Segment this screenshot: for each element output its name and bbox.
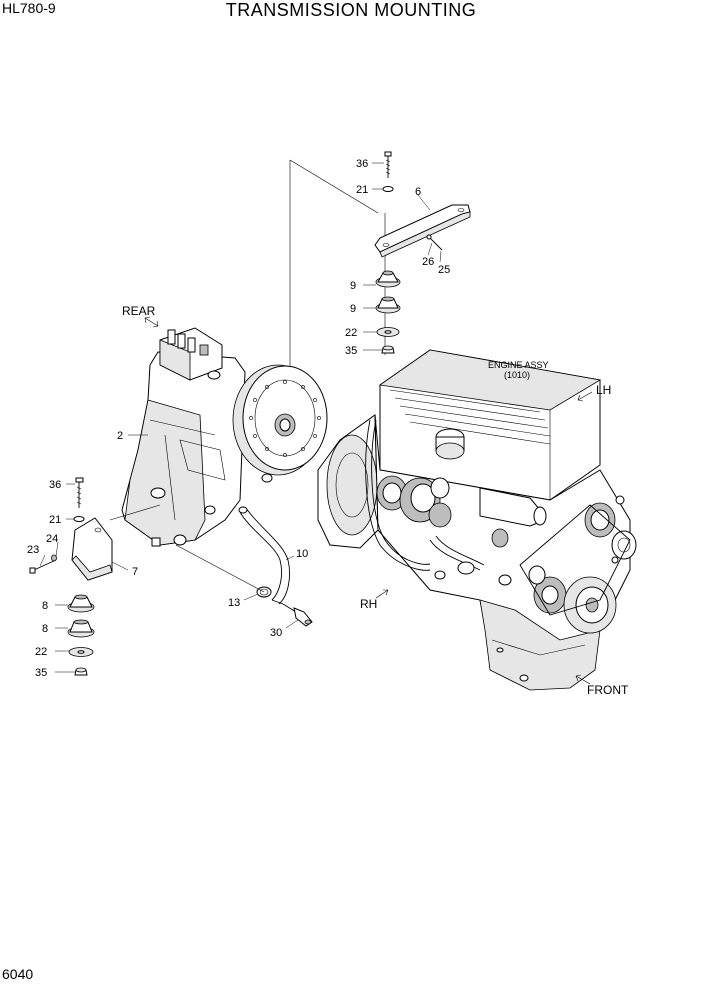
model-code: HL780-9 xyxy=(2,0,56,16)
part-label-35-left: 35 xyxy=(35,667,47,679)
part-label-21-top: 21 xyxy=(356,184,368,196)
part-label-7: 7 xyxy=(132,566,138,578)
page-number: 6040 xyxy=(2,966,34,982)
part-label-26: 26 xyxy=(422,256,434,268)
rubber-mount-9b xyxy=(375,296,401,314)
left-washer-22 xyxy=(68,647,94,657)
left-nut-35 xyxy=(74,667,88,676)
hose-10 xyxy=(238,506,297,613)
rubber-mount-9a xyxy=(375,270,401,288)
top-bolt-36 xyxy=(384,151,392,178)
lh-arrow-icon xyxy=(577,391,593,402)
engine-assy-label: ENGINE ASSY xyxy=(488,360,549,370)
top-washer-21 xyxy=(382,186,394,192)
part-label-30: 30 xyxy=(270,627,282,639)
top-washer-22 xyxy=(376,327,400,337)
left-rubber-mount-8b xyxy=(67,619,95,638)
fitting-30 xyxy=(293,607,313,627)
front-arrow-icon xyxy=(575,674,591,685)
part-label-22-top: 22 xyxy=(345,327,357,339)
part-label-10: 10 xyxy=(296,548,308,560)
transmission-2 xyxy=(121,327,328,547)
top-leaders xyxy=(363,162,442,351)
part-label-25: 25 xyxy=(438,264,450,276)
direction-rear: REAR xyxy=(122,304,156,318)
engine-assy xyxy=(317,349,637,691)
part-label-23: 23 xyxy=(27,544,39,556)
left-washer-24 xyxy=(51,554,57,562)
part-label-8b: 8 xyxy=(42,623,48,635)
part-label-6: 6 xyxy=(415,186,421,198)
part-label-36-left: 36 xyxy=(49,479,61,491)
rh-arrow-icon xyxy=(375,589,389,599)
left-bolt-23 xyxy=(29,559,57,574)
leader-lines xyxy=(289,159,386,380)
part-label-8a: 8 xyxy=(42,600,48,612)
left-rubber-mount-8a xyxy=(67,594,95,613)
part-label-22-left: 22 xyxy=(35,646,47,658)
top-nut-35 xyxy=(381,345,395,354)
rear-arrow-icon xyxy=(144,316,159,328)
direction-front: FRONT xyxy=(587,683,629,697)
direction-lh: LH xyxy=(596,383,611,397)
part-label-21-left: 21 xyxy=(49,514,61,526)
left-leaders xyxy=(39,483,161,673)
part-label-24: 24 xyxy=(46,533,58,545)
page-title: TRANSMISSION MOUNTING xyxy=(225,0,477,20)
engine-assy-ref: (1010) xyxy=(504,370,530,380)
left-bracket-7 xyxy=(71,517,113,581)
part-label-2: 2 xyxy=(117,430,123,442)
part-label-35-top: 35 xyxy=(345,345,357,357)
part-label-9a: 9 xyxy=(350,280,356,292)
left-bolt-36 xyxy=(75,477,84,508)
small-bolt-25 xyxy=(426,234,443,251)
part-label-36-top: 36 xyxy=(356,158,368,170)
part-label-13: 13 xyxy=(228,597,240,609)
part-label-9b: 9 xyxy=(350,303,356,315)
direction-rh: RH xyxy=(360,597,377,611)
top-bracket-6 xyxy=(374,204,471,258)
left-washer-21 xyxy=(73,516,85,522)
hose-leaders xyxy=(175,544,299,629)
